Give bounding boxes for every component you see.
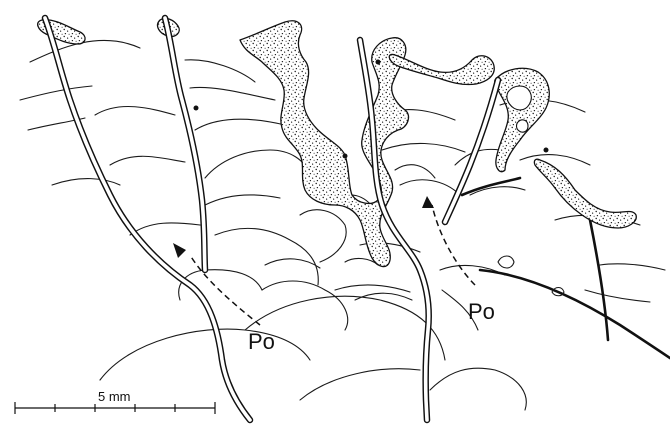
scale-bar-label: 5 mm — [98, 389, 131, 404]
thick-boundaries — [462, 178, 670, 358]
scale-bar: 5 mm — [15, 389, 215, 414]
po-label-left: Po — [248, 329, 275, 354]
cell-boundaries — [20, 40, 665, 410]
po-label-right: Po — [468, 299, 495, 324]
veins — [45, 18, 498, 420]
